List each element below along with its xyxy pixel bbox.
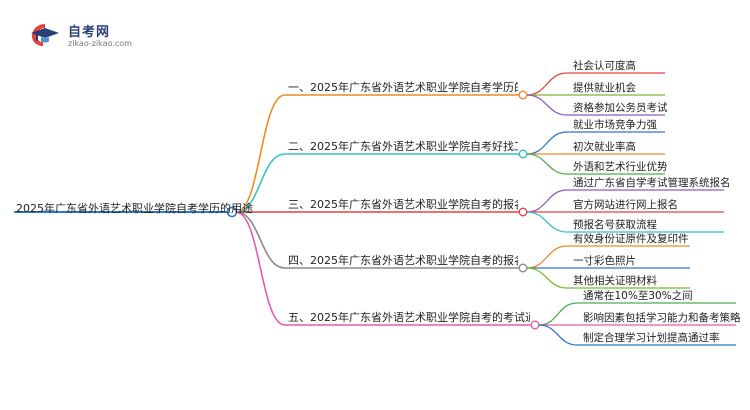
branch-label: 三、2025年广东省外语艺术职业学院自考的报名入口 — [288, 198, 518, 211]
leaf-label: 社会认可度高 — [573, 60, 636, 72]
leaf-connector — [526, 267, 568, 289]
branch-node-circle — [518, 149, 528, 159]
leaf-label: 提供就业机会 — [573, 82, 636, 94]
leaf-connector — [526, 72, 568, 96]
branch-label: 一、2025年广东省外语艺术职业学院自考学历的作用 — [288, 81, 518, 94]
leaf-connector — [538, 302, 578, 326]
root-node-label: 2025年广东省外语艺术职业学院自考学历的用途 — [16, 202, 253, 215]
leaf-label: 官方网站进行网上报名 — [573, 199, 678, 211]
branch-label: 五、2025年广东省外语艺术职业学院自考的考试通过率 — [288, 311, 530, 324]
leaf-label: 预报名号获取流程 — [573, 219, 657, 231]
leaf-connector — [526, 94, 568, 116]
root-node-circle — [226, 206, 238, 218]
leaf-connector — [526, 211, 568, 233]
leaf-label: 影响因素包括学习能力和备考策略 — [583, 312, 741, 324]
branch-label: 四、2025年广东省外语艺术职业学院自考的报名材料 — [288, 254, 518, 267]
branch-connector — [235, 211, 286, 326]
leaf-label: 其他相关证明材料 — [573, 275, 657, 287]
leaf-label: 初次就业率高 — [573, 141, 636, 153]
leaf-label: 一寸彩色照片 — [573, 255, 636, 267]
branch-connector — [235, 153, 286, 213]
leaf-label: 资格参加公务员考试 — [573, 102, 668, 114]
site-logo[interactable]: 自考网 zikao-zikao.com — [30, 20, 150, 52]
branch-label: 二、2025年广东省外语艺术职业学院自考好找工作吗 — [288, 140, 518, 153]
graduation-cap-icon — [31, 24, 59, 46]
leaf-label: 外语和艺术行业优势 — [573, 161, 668, 173]
branch-connector — [235, 211, 286, 269]
leaf-label: 通常在10%至30%之间 — [583, 290, 693, 302]
leaf-connector — [526, 245, 568, 269]
logo-url: zikao-zikao.com — [68, 39, 132, 48]
leaf-label: 有效身份证原件及复印件 — [573, 233, 689, 245]
leaf-connector — [526, 189, 568, 213]
branch-node-circle — [518, 90, 528, 100]
leaf-label: 就业市场竞争力强 — [573, 119, 657, 131]
branch-node-circle — [530, 320, 540, 330]
branch-connector — [235, 94, 286, 213]
leaf-label: 制定合理学习计划提高通过率 — [583, 332, 720, 344]
leaf-connector — [526, 131, 568, 155]
branch-node-circle — [518, 207, 528, 217]
leaf-connector — [526, 153, 568, 175]
branch-node-circle — [518, 263, 528, 273]
leaf-label: 通过广东省自学考试管理系统报名 — [573, 177, 731, 189]
leaf-connector — [538, 324, 578, 346]
logo-title: 自考网 — [68, 25, 111, 40]
